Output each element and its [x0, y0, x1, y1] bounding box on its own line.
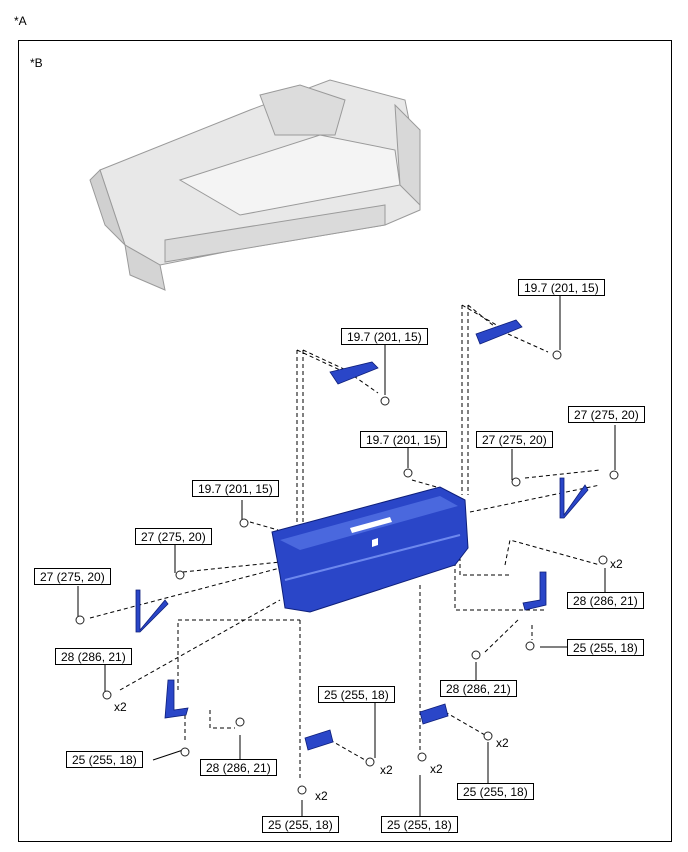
torque-label: 19.7 (201, 15) [192, 480, 279, 497]
view-marker-b: *B [30, 56, 43, 70]
quantity-marker: x2 [114, 700, 127, 714]
torque-label: 27 (275, 20) [135, 528, 212, 545]
torque-label: 27 (275, 20) [476, 431, 553, 448]
torque-label: 27 (275, 20) [568, 406, 645, 423]
torque-label: 25 (255, 18) [457, 783, 534, 800]
check-brackets [135, 477, 589, 633]
torque-label: 25 (255, 18) [567, 639, 644, 656]
quantity-marker: x2 [610, 557, 623, 571]
view-marker-a: *A [14, 14, 27, 28]
torque-label: 28 (286, 21) [567, 592, 644, 609]
torque-label: 27 (275, 20) [34, 568, 111, 585]
torque-label: 28 (286, 21) [55, 648, 132, 665]
quantity-marker: x2 [430, 762, 443, 776]
quantity-marker: x2 [315, 789, 328, 803]
quantity-marker: x2 [496, 736, 509, 750]
tailgate-panel [271, 486, 469, 613]
torque-label: 28 (286, 21) [200, 759, 277, 776]
torque-label: 25 (255, 18) [66, 751, 143, 768]
illustration-frame [18, 40, 672, 842]
dashed-leader-lines [89, 304, 601, 780]
label-leader-lines [77, 295, 616, 817]
torque-label: 19.7 (201, 15) [518, 279, 605, 296]
quantity-marker: x2 [380, 763, 393, 777]
hinge-brackets [329, 319, 523, 385]
torque-label: 25 (255, 18) [262, 816, 339, 833]
bolts [75, 350, 619, 795]
torque-label: 25 (255, 18) [318, 686, 395, 703]
torque-label: 25 (255, 18) [381, 816, 458, 833]
torque-label: 28 (286, 21) [440, 680, 517, 697]
torque-label: 19.7 (201, 15) [341, 328, 428, 345]
torque-label: 19.7 (201, 15) [360, 431, 447, 448]
truck-bed-illustration [89, 79, 421, 291]
lock-brackets [164, 571, 547, 751]
